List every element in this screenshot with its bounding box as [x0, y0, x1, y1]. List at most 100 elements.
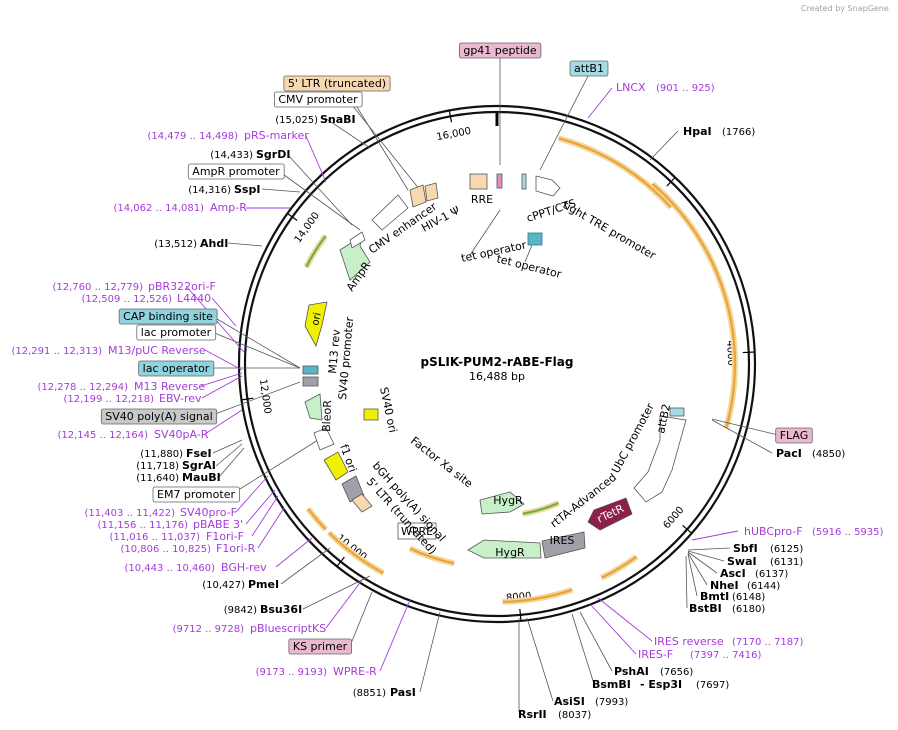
feature-box-label: lac operator [143, 362, 210, 375]
leader-sgrai [215, 443, 243, 467]
enzyme-pos: (7993) [595, 697, 628, 708]
enzyme-name: BstBI [689, 602, 722, 615]
pline-bghrev [275, 537, 313, 568]
label-bleor: BleoR [320, 400, 334, 433]
pline-pbluescript [325, 579, 363, 629]
sv40-ori-block [363, 408, 379, 421]
pline-sv40pro [235, 475, 269, 513]
pline-iresrev [597, 597, 653, 642]
orf-arc [651, 183, 737, 429]
enzyme-pos: (11,718) [136, 461, 179, 472]
primer-range: (5916 .. 5935) [812, 527, 884, 538]
sv40pa-block [302, 376, 319, 387]
primer-range: (901 .. 925) [656, 83, 715, 94]
pline-ebvrev [201, 375, 243, 399]
leader-bsu36i [302, 575, 371, 610]
pline-m13rev [200, 372, 243, 387]
tick-mark [742, 351, 755, 354]
enzyme-name: NheI [710, 579, 739, 592]
enzyme-name: AscI [720, 567, 746, 580]
enzyme-name: SgrDI [256, 148, 290, 161]
tre-promoter-arrow [535, 175, 561, 197]
tick-mark [287, 213, 298, 222]
feature-box-label: 5' LTR (truncated) [288, 77, 386, 90]
plasmid-name: pSLIK-PUM2-rABE-Flag [421, 355, 574, 369]
pline-hubc [691, 530, 739, 541]
enzyme-name: SspI [234, 183, 260, 196]
feature-box: attB1 [569, 60, 609, 77]
leader-bsmbi [571, 613, 595, 685]
leader-paci [711, 419, 773, 454]
leader-swai [687, 550, 725, 562]
enzyme-name: SwaI [727, 555, 757, 568]
ires-block [541, 531, 586, 559]
feature-box-label: KS primer [293, 640, 348, 653]
feature-box-label: CAP binding site [123, 310, 213, 323]
primer-range: (11,156 .. 11,176) [98, 520, 189, 531]
enzyme-pos: (6137) [755, 569, 788, 580]
feature-box: CAP binding site [118, 308, 218, 325]
primer-labels: LNCX (901 .. 925) (14,479 .. 14,498) pRS… [12, 81, 884, 678]
feature-box: AmpR promoter [187, 163, 285, 180]
primer-name: LNCX [616, 81, 646, 94]
feature-box-frame [458, 42, 542, 59]
enzyme-pos: (6180) [732, 604, 765, 615]
enzyme-name: AsiSI [554, 695, 585, 708]
enzyme-name: SgrAI [182, 459, 216, 472]
label-attb2: attB2 [654, 403, 673, 435]
enzyme-name: PshAI [614, 665, 649, 678]
leader-pmei [280, 547, 331, 585]
cmv-enhancer-arrow [371, 194, 409, 231]
primer-range: (10,806 .. 10,825) [121, 544, 212, 555]
leader-ahdi [227, 242, 263, 247]
feature-box-frame [100, 408, 218, 425]
feature-box: CMV promoter [273, 91, 363, 108]
rtetr-arrow [587, 497, 633, 531]
enzyme-pos: (4850) [812, 449, 845, 460]
enzyme-pos: (11,640) [136, 473, 179, 484]
enzyme-name: BmtI [700, 590, 729, 603]
tick-mark [666, 176, 676, 187]
feature-box: SV40 poly(A) signal [100, 408, 218, 425]
enzyme-pos: (11,880) [140, 449, 183, 460]
ori-arrow [304, 301, 328, 348]
feature-box-frame [273, 91, 363, 108]
leader-bmti [687, 553, 698, 597]
enzyme-pos: (7656) [660, 667, 693, 678]
backbone-inner-ring [243, 110, 751, 618]
leader-snabi [324, 117, 371, 149]
enzyme-pos: (8037) [558, 710, 591, 721]
enzyme-name: FseI [186, 447, 212, 460]
orf-arcs [303, 135, 738, 605]
label-ubc: UbC promoter [609, 401, 657, 476]
tick-mark [241, 397, 254, 401]
primer-lines [185, 87, 739, 672]
primer-range: (12,291 .. 12,313) [12, 346, 103, 357]
leader-lacprom [211, 331, 301, 369]
orf-arc-glow [650, 181, 738, 430]
pline-m13puc [204, 349, 243, 371]
enzyme-pos: (15,025) [275, 115, 318, 126]
orf-arc [409, 547, 455, 565]
primer-range: (7170 .. 7187) [732, 637, 804, 648]
leader-attb1 [539, 75, 589, 171]
leader-sgrdi [287, 154, 353, 226]
leader-ampr-prom [279, 171, 361, 231]
feature-box: lac promoter [136, 324, 217, 341]
enzyme-name: PasI [390, 686, 416, 699]
enzyme-name: AhdI [200, 237, 228, 250]
leader-ks [349, 591, 373, 647]
label-tet-operator-2: tet operator [495, 252, 563, 281]
feature-box-frame [138, 360, 215, 377]
snapgene-watermark: Created by SnapGene [801, 4, 889, 13]
enzyme-pos: (1766) [722, 127, 755, 138]
hygr-arrow-1 [479, 491, 525, 515]
primer-name: pBABE 3' [193, 518, 243, 531]
tick-mark [336, 556, 345, 567]
pline-lncx [587, 87, 613, 119]
primer-name: SV40pA-R [154, 428, 209, 441]
orf-arc [328, 531, 384, 575]
plasmid-title-group: pSLIK-PUM2-rABE-Flag 16,488 bp [421, 355, 574, 383]
primer-name: EBV-rev [159, 392, 202, 405]
primer-name: M13 Reverse [134, 380, 205, 393]
